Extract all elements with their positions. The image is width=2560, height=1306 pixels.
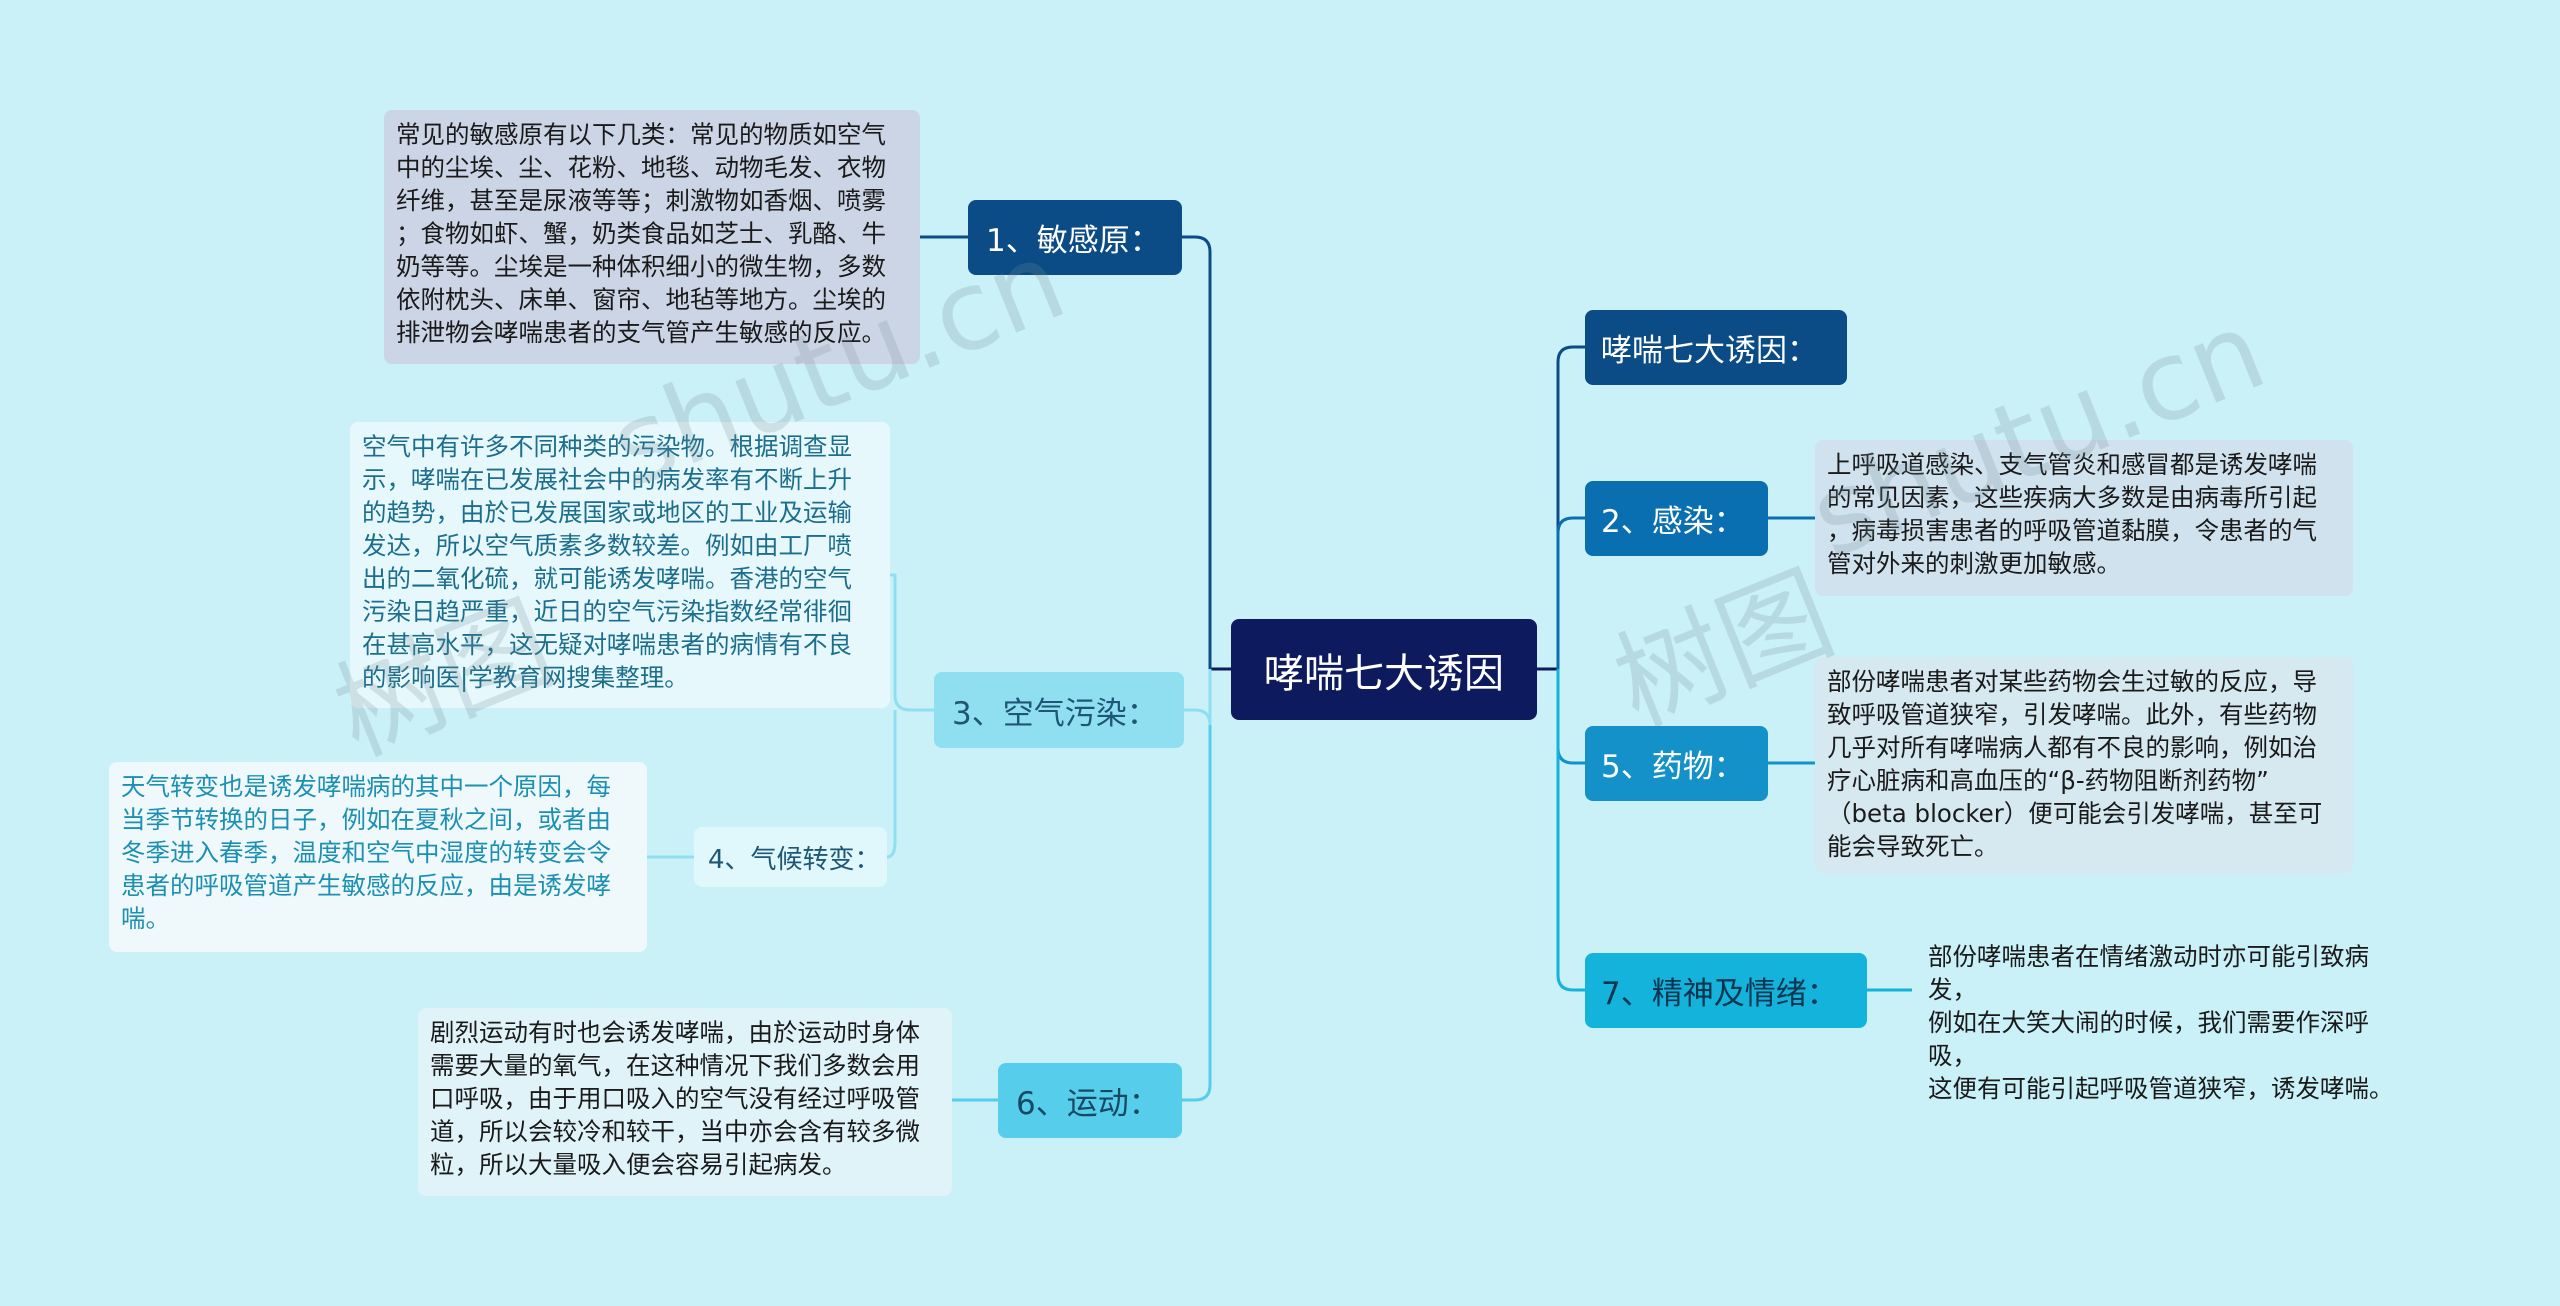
central-topic[interactable]: 哮喘七大诱因 [1231,619,1537,720]
branch-infection[interactable]: 2、感染： [1585,481,1768,556]
note-infection: 上呼吸道感染、支气管炎和感冒都是诱发哮喘 的常见因素，这些疾病大多数是由病毒所引… [1815,440,2353,596]
branch-medication[interactable]: 5、药物： [1585,726,1768,801]
branch-climate-change[interactable]: 4、气候转变： [694,827,887,887]
note-exercise: 剧烈运动有时也会诱发哮喘，由於运动时身体 需要大量的氧气，在这种情况下我们多数会… [418,1008,952,1196]
note-climate-change: 天气转变也是诱发哮喘病的其中一个原因，每 当季节转换的日子，例如在夏秋之间，或者… [109,762,647,952]
branch-exercise[interactable]: 6、运动： [998,1063,1182,1138]
note-air-pollution: 空气中有许多不同种类的污染物。根据调查显 示，哮喘在已发展社会中的病发率有不断上… [350,422,890,708]
branch-air-pollution[interactable]: 3、空气污染： [934,672,1184,748]
branch-seven-triggers[interactable]: 哮喘七大诱因： [1585,310,1847,385]
branch-allergen[interactable]: 1、敏感原： [968,200,1182,275]
note-allergen: 常见的敏感原有以下几类：常见的物质如空气 中的尘埃、尘、花粉、地毯、动物毛发、衣… [384,110,920,364]
note-emotion: 部份哮喘患者在情绪激动时亦可能引致病发， 例如在大笑大闹的时候，我们需要作深呼吸… [1928,942,2394,1103]
branch-emotion[interactable]: 7、精神及情绪： [1585,953,1867,1028]
note-medication: 部份哮喘患者对某些药物会生过敏的反应，导 致呼吸管道狭窄，引发哮喘。此外，有些药… [1815,657,2353,873]
